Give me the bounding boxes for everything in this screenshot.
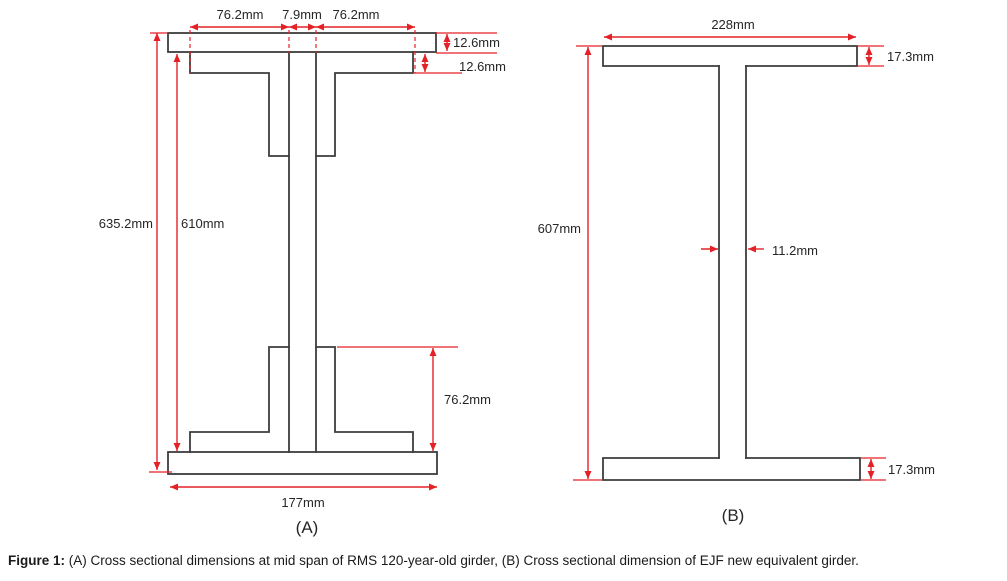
girder-b-dimensions — [573, 33, 886, 481]
girder-b-label: (B) — [722, 506, 745, 525]
girder-b-bottom-flange — [602, 457, 861, 481]
dim-label-b-bottom-flange-thickness: 17.3mm — [888, 462, 935, 477]
girder-a-dimensions — [149, 23, 497, 491]
girder-b-top-flange — [602, 45, 858, 67]
figure-caption-text: (A) Cross sectional dimensions at mid sp… — [65, 553, 859, 568]
dim-label-b-top-flange-thickness: 17.3mm — [887, 49, 934, 64]
figure-caption: Figure 1: (A) Cross sectional dimensions… — [8, 551, 1000, 571]
dim-label-b-web-thickness: 11.2mm — [772, 243, 818, 258]
girder-a-labels: 76.2mm 7.9mm 76.2mm 12.6mm 12.6mm 635.2m… — [99, 7, 506, 537]
dim-label-a-bottom-angle-leg: 76.2mm — [444, 392, 491, 407]
dim-label-a-overall-depth: 635.2mm — [99, 216, 153, 231]
dim-label-a-flange-width: 177mm — [281, 495, 324, 510]
dim-label-a-web-gap: 7.9mm — [282, 7, 322, 22]
girder-a-label: (A) — [296, 518, 319, 537]
dim-label-a-top-right-76: 76.2mm — [333, 7, 380, 22]
dim-label-b-overall-depth: 607mm — [538, 221, 581, 236]
girder-a-top-cover-plate — [167, 32, 437, 53]
girder-a-bottom-cover-plate — [167, 451, 438, 475]
girder-a-bottom-right-angle — [315, 346, 414, 453]
girder-a-bottom-left-angle — [189, 346, 290, 453]
girder-cross-section-diagram: 76.2mm 7.9mm 76.2mm 12.6mm 12.6mm 635.2m… — [99, 7, 935, 537]
girder-b-outline — [602, 45, 861, 481]
dim-label-a-angle-thickness: 12.6mm — [459, 59, 506, 74]
dim-label-b-flange-width: 228mm — [711, 17, 754, 32]
dim-label-a-top-left-76: 76.2mm — [217, 7, 264, 22]
dim-label-a-web-depth: 610mm — [181, 216, 224, 231]
dim-label-a-cover-plate-thickness: 12.6mm — [453, 35, 500, 50]
girder-b-labels: 228mm 17.3mm 607mm 11.2mm 17.3mm (B) — [538, 17, 935, 525]
figure-caption-prefix: Figure 1: — [8, 553, 66, 568]
girder-a-outline — [167, 32, 438, 475]
girder-a-top-left-angle — [189, 51, 290, 157]
girder-a-top-right-angle — [315, 51, 414, 157]
